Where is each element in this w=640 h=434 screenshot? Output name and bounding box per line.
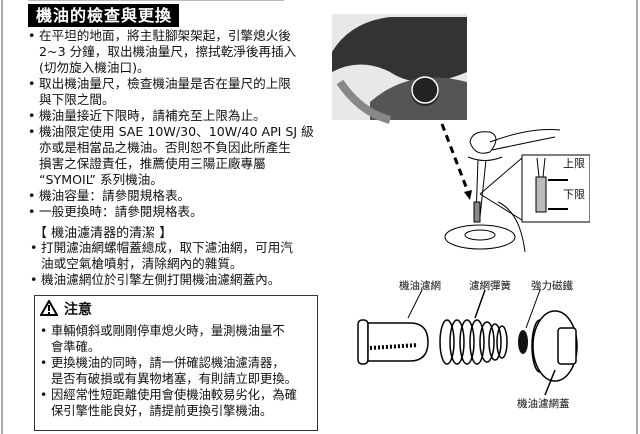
- text-line: 2~3 分鐘，取出機油量尺，擦拭乾淨後再插入: [39, 44, 297, 59]
- screen-spring: [439, 290, 508, 365]
- text-line: 取出機油量尺，檢查機油量是否在量尺的上限: [39, 76, 291, 91]
- section-title: 機油的檢查與更換: [28, 4, 179, 27]
- oil-check-item: 機油限定使用 SAE 10W/30、10W/40 API SJ 級亦或是相當品之…: [28, 124, 328, 188]
- label-magnet: 強力磁鐵: [531, 280, 573, 292]
- label-oil-screen: 機油濾網: [399, 280, 441, 292]
- text-line: 與下限之間。: [39, 92, 115, 107]
- label-screen-spring: 濾網彈簧: [469, 280, 511, 292]
- text-line: 會準確。: [51, 340, 101, 354]
- text-line: 是否有破損或有異物堵塞，有則請立即更換。: [51, 372, 297, 386]
- page-border-right: [636, 0, 638, 434]
- text-line: 打開濾油網螺帽蓋總成，取下濾油網，可用汽: [41, 240, 293, 255]
- oil-screen: [357, 290, 429, 365]
- upper-limit-label: 上限: [563, 157, 585, 170]
- text-line: 車輛傾斜或剛剛停車熄火時，量測機油量不: [51, 324, 285, 338]
- text-line: 機油限定使用 SAE 10W/30、10W/40 API SJ 級: [39, 124, 314, 139]
- warning-icon: [39, 298, 59, 320]
- text-line: 更換機油的同時，請一併確認機油濾清器，: [51, 356, 285, 370]
- oil-check-item: 一般更換時：請參閱規格表。: [28, 204, 328, 220]
- oil-check-item: 機油量接近下限時，請補充至上限為止。: [28, 108, 328, 124]
- text-line: 亦或是相當品之機油。否則恕不負因此所產生: [39, 140, 291, 155]
- text-line: 油或空氣槍噴射，清除網內的雜質。: [41, 256, 243, 271]
- text-line: 損害之保證責任，推薦使用三陽正廠專屬: [39, 156, 266, 171]
- oil-filter-parts-illustration: [357, 290, 578, 396]
- page-border-top: [28, 0, 284, 1]
- dipstick: [444, 129, 561, 252]
- label-filter-cap: 機油濾網蓋: [517, 398, 570, 410]
- filter-cap: [531, 310, 578, 396]
- dipstick-illustration: [332, 14, 590, 252]
- text-line: 機油量接近下限時，請補充至上限為止。: [39, 108, 266, 123]
- magnet: [518, 330, 528, 354]
- filter-step-item: 機油濾網位於引擎左側打開機油濾網蓋內。: [30, 272, 330, 288]
- text-line: 機油容量：請參閱規格表。: [39, 188, 191, 203]
- text-line: 在平坦的地面，將主駐腳架架起，引擎熄火後: [39, 28, 291, 43]
- text-line: 機油濾網位於引擎左側打開機油濾網蓋內。: [41, 272, 281, 287]
- page-border-left: [1, 0, 3, 434]
- text-line: 因經常性短距離使用會使機油較易劣化，為確: [51, 388, 297, 402]
- scooter-engine-photo: [332, 14, 467, 124]
- text-line: “SYMOIL” 系列機油。: [39, 172, 163, 187]
- text-line: 保引擎性能良好，請提前更換引擎機油。: [51, 404, 273, 418]
- text-line: (切勿旋入機油口)。: [39, 60, 150, 75]
- lower-limit-label: 下限: [563, 188, 585, 201]
- caution-heading: 注意: [64, 302, 92, 318]
- caution-list: 車輛傾斜或剛剛停車熄火時，量測機油量不會準確。更換機油的同時，請一併確認機油濾清…: [40, 323, 313, 419]
- dipstick-detail-inset: [521, 154, 590, 223]
- dashed-arrow: [440, 123, 470, 193]
- filter-steps-list: 打開濾油網螺帽蓋總成，取下濾油網，可用汽油或空氣槍噴射，清除網內的雜質。機油濾網…: [30, 240, 330, 288]
- text-line: 一般更換時：請參閱規格表。: [39, 204, 203, 219]
- oil-check-item: 機油容量：請參閱規格表。: [28, 188, 328, 204]
- caution-item: 更換機油的同時，請一併確認機油濾清器， 是否有破損或有異物堵塞，有則請立即更換。: [40, 355, 313, 387]
- caution-box: 注意 車輛傾斜或剛剛停車熄火時，量測機油量不會準確。更換機油的同時，請一併確認機…: [34, 295, 318, 431]
- filter-heading: 【 機油濾清器的清潔 】: [34, 226, 173, 241]
